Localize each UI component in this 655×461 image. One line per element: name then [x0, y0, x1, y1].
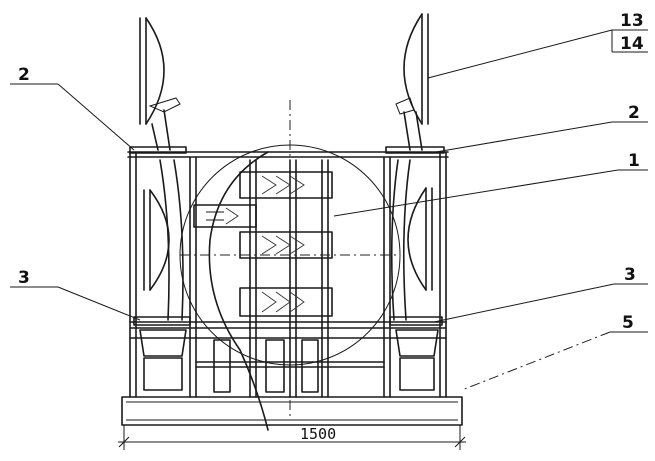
callout-13: 13	[620, 11, 644, 31]
leader-lines	[10, 29, 648, 391]
chevron-modules	[193, 171, 333, 317]
right-inner-dish	[390, 159, 433, 321]
dimension-label: 1500	[300, 425, 336, 443]
base-platform	[121, 396, 463, 426]
callout-1: 1	[628, 151, 640, 171]
lower-mounts	[133, 316, 443, 391]
callout-2-left: 2	[18, 65, 30, 85]
callout-14: 14	[620, 34, 644, 54]
callout-3-right: 3	[624, 265, 636, 285]
rotor-circle	[179, 100, 401, 420]
main-frame	[127, 151, 449, 398]
top-left-dish	[139, 17, 181, 151]
dimension-1500: 1500	[118, 425, 466, 450]
callout-5: 5	[622, 313, 634, 333]
top-right-dish	[395, 13, 429, 151]
column-feet	[213, 339, 319, 393]
cable-line	[208, 151, 269, 431]
top-brackets	[129, 146, 445, 154]
callout-labels: 2 3 13 14 2 1 3 5	[18, 11, 644, 333]
left-inner-dish	[143, 159, 184, 321]
callout-2-right: 2	[628, 103, 640, 123]
callout-3-left: 3	[18, 268, 30, 288]
